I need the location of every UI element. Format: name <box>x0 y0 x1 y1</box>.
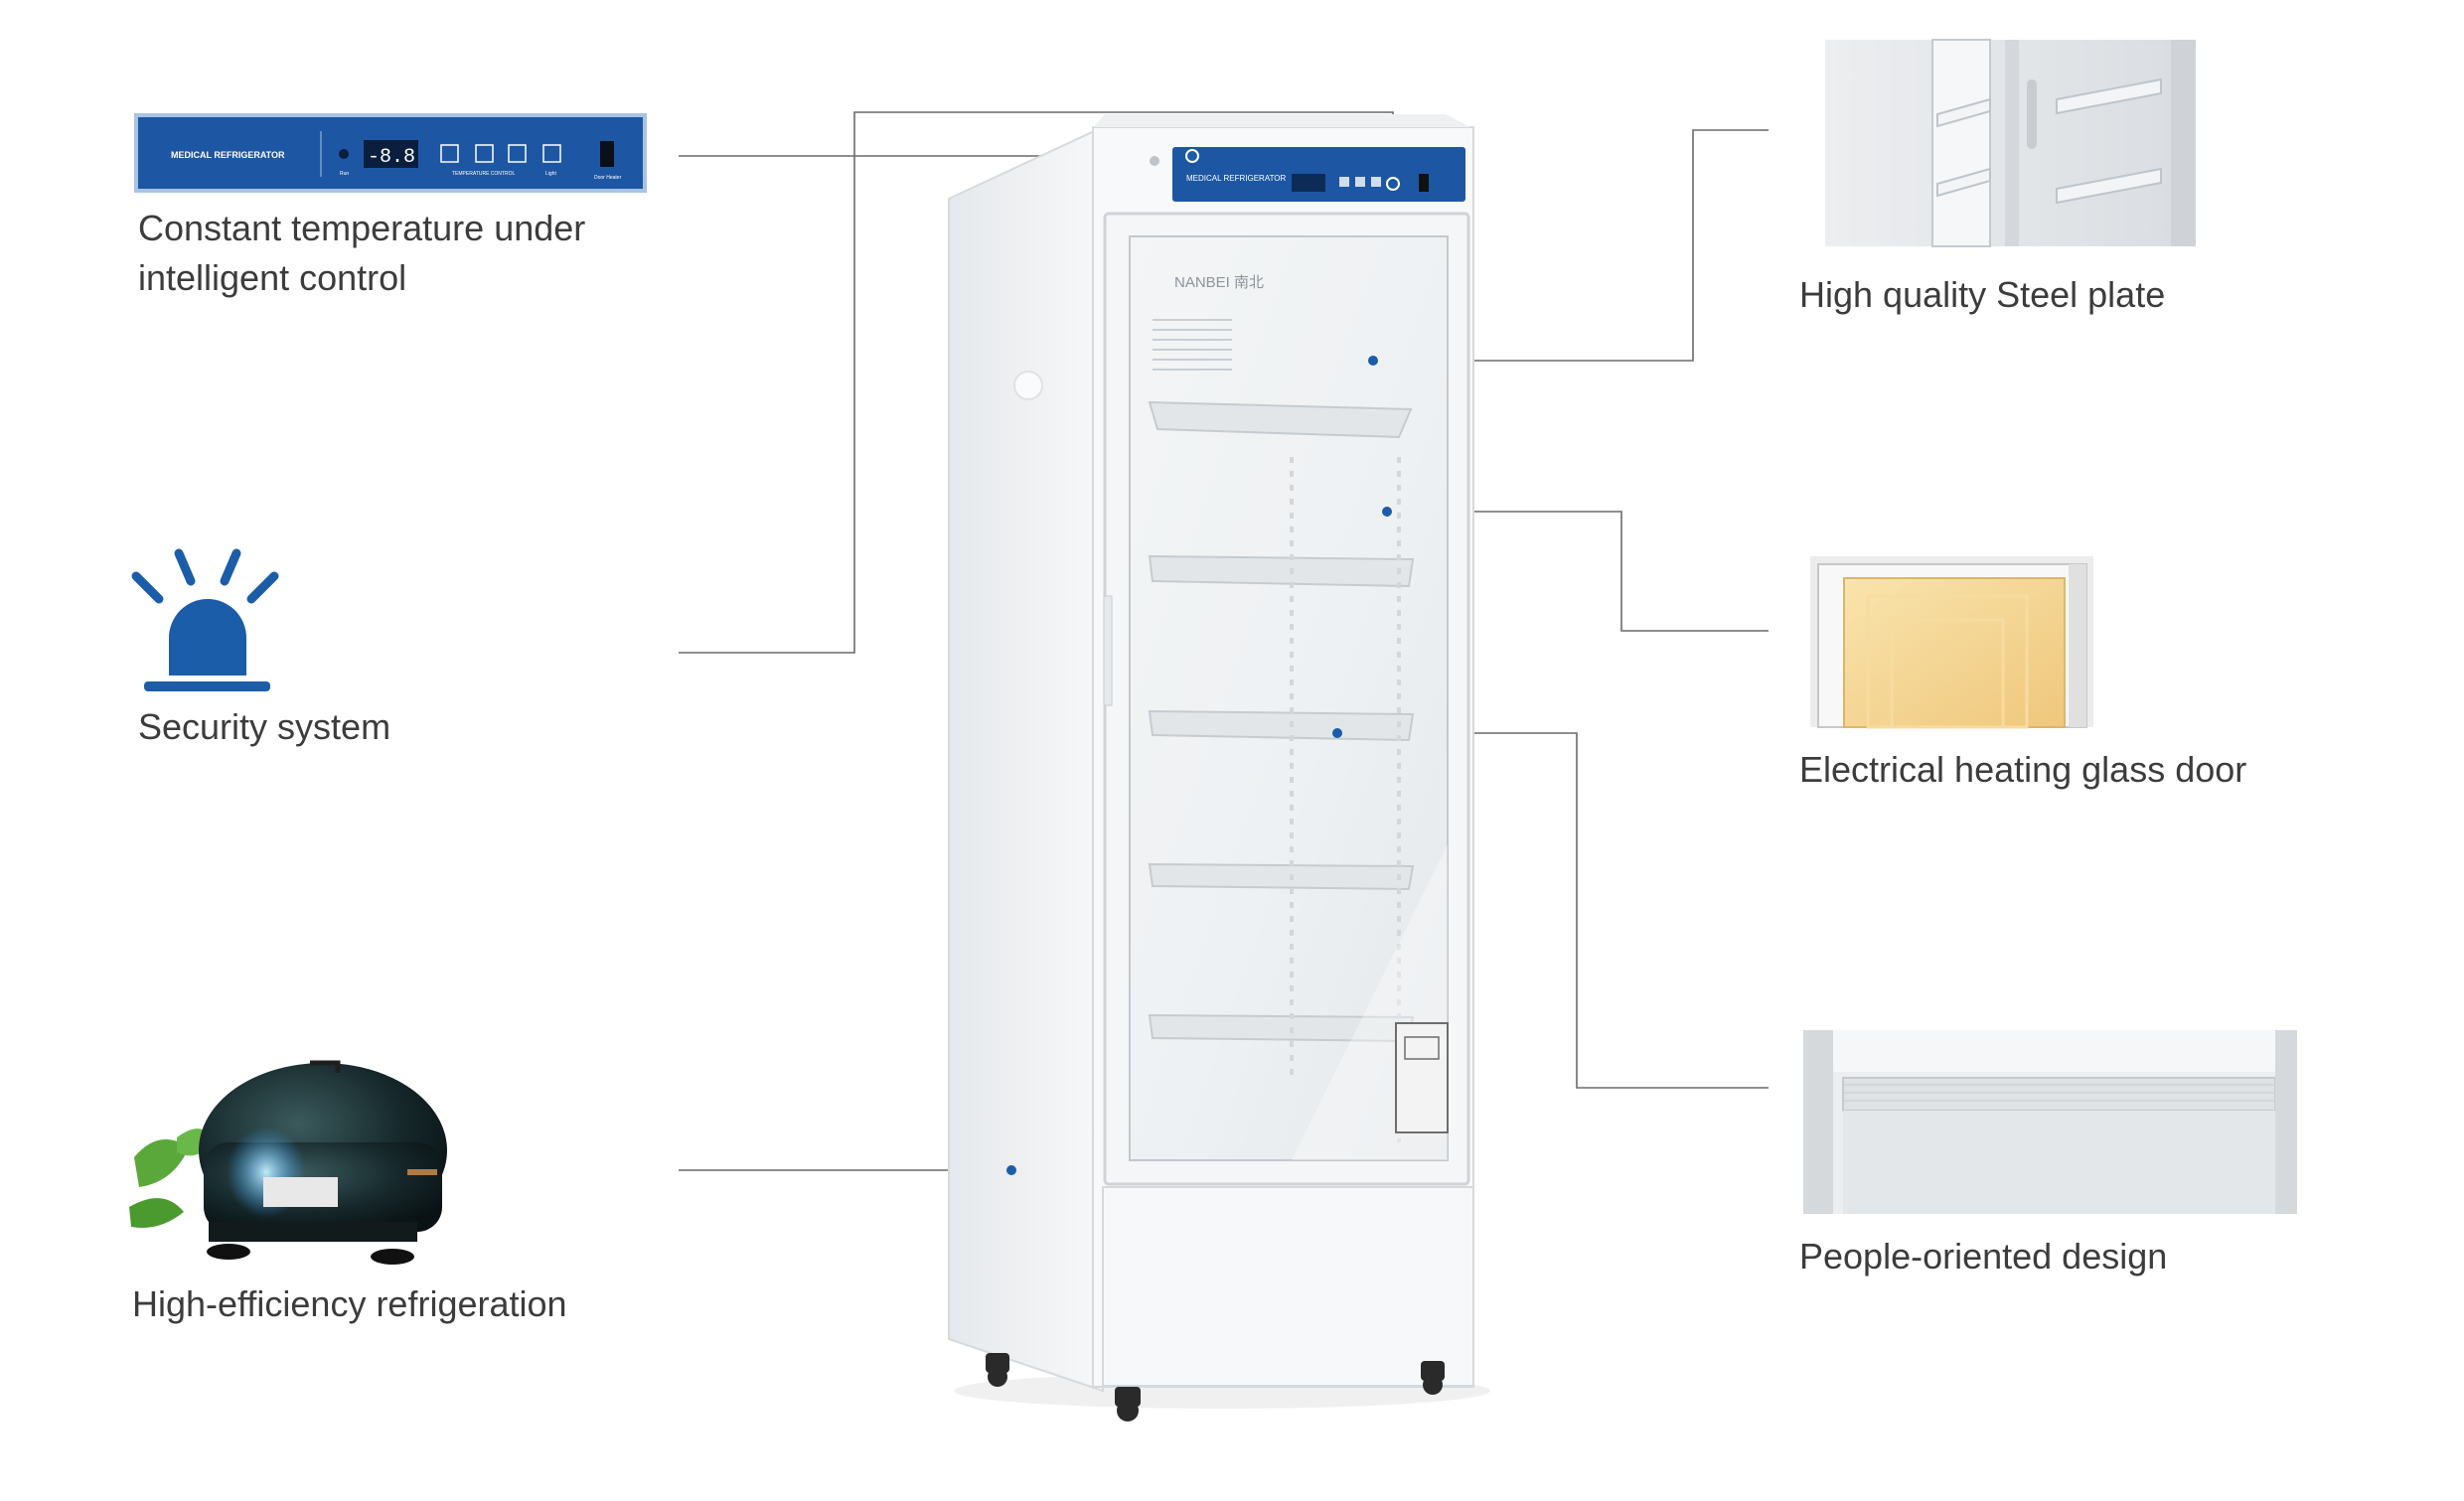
control-panel-display: -8.8 <box>368 146 415 169</box>
steel-plate-image <box>1825 39 2196 247</box>
heating-door-image <box>1810 556 2093 729</box>
feature-label-refrigeration: High-efficiency refrigeration <box>132 1283 567 1324</box>
feature-label-line-1: Constant temperature under <box>138 208 586 248</box>
fridge-image: MEDICAL REFRIGERATOR NANBEI 南北 <box>948 114 1490 1422</box>
feature-label-people-oriented: People-oriented design <box>1799 1236 2168 1276</box>
fridge-panel-title: MEDICAL REFRIGERATOR <box>1186 174 1287 183</box>
fridge-brand: NANBEI 南北 <box>1174 274 1264 291</box>
leader-heating <box>1387 511 1769 632</box>
control-panel-sub-temp: TEMPERATURE CONTROL <box>452 171 515 177</box>
control-panel-sub-run: Run <box>340 171 349 177</box>
feature-label-steel-plate: High quality Steel plate <box>1799 274 2166 315</box>
compressor-image <box>129 1060 447 1265</box>
feature-label-security-system: Security system <box>138 706 391 747</box>
people-oriented-image <box>1803 1030 2297 1214</box>
control-panel-sub-heater: Door Heater <box>594 175 622 181</box>
feature-label-line-2: intelligent control <box>138 257 407 298</box>
feature-label-constant-temperature: Constant temperature under intelligent c… <box>138 204 585 303</box>
control-panel-title: MEDICAL REFRIGERATOR <box>171 150 285 160</box>
feature-label-heating-glass-door: Electrical heating glass door <box>1799 749 2247 790</box>
control-panel-image: MEDICAL REFRIGERATOR -8.8 Run TEMPERATUR… <box>134 113 647 193</box>
control-panel-sub-light: Light <box>545 171 556 177</box>
leader-steel <box>1373 129 1769 362</box>
alarm-light-icon <box>131 548 279 691</box>
